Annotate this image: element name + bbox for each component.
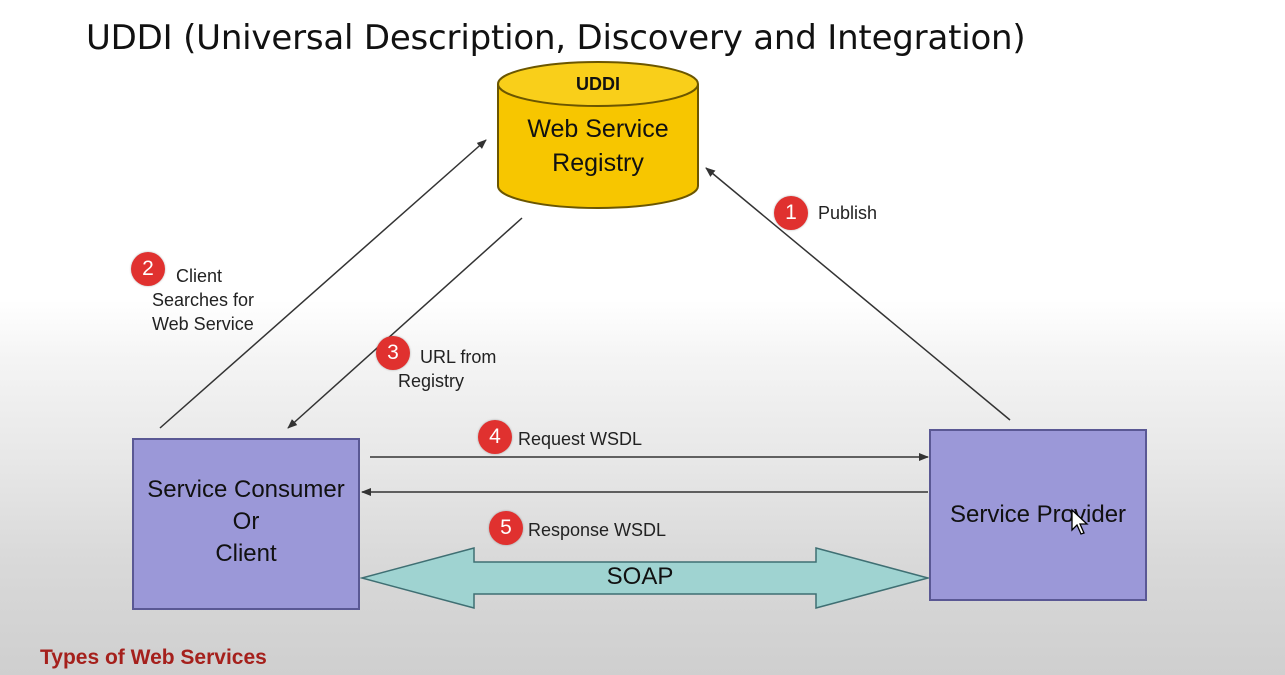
step-5-badge: 5 [489,511,523,545]
soap-double-arrow [359,547,931,609]
page-title: UDDI (Universal Description, Discovery a… [86,18,1026,58]
step-4-badge: 4 [478,420,512,454]
step-5-label: Response WSDL [528,520,667,540]
consumer-line3: Client [215,540,277,567]
consumer-line1: Service Consumer [147,476,345,503]
provider-label: Service Provider [949,501,1127,528]
publish-arrow [705,167,1011,421]
service-consumer-box: Service Consumer Or Client [132,438,360,610]
step-1-label: Publish [818,203,878,223]
step-2-label: Client Searches for Web Service [152,266,255,334]
step-1-badge: 1 [774,196,808,230]
step-3-badge: 3 [376,336,410,370]
registry-label: UDDI [576,74,620,94]
service-provider-box: Service Provider [929,429,1147,601]
mouse-cursor-icon [1071,508,1089,535]
consumer-line2: Or [232,508,260,535]
registry-cylinder [497,61,699,209]
step-3-label: URL from Registry [398,347,497,391]
step-4-label: Request WSDL [518,429,643,449]
url-arrow [287,217,523,429]
search-arrow [159,139,487,429]
step-2-badge: 2 [131,252,165,286]
footer-caption: Types of Web Services [40,646,267,669]
soap-label: SOAP [606,563,674,590]
registry-name: Web Service Registry [527,115,669,177]
